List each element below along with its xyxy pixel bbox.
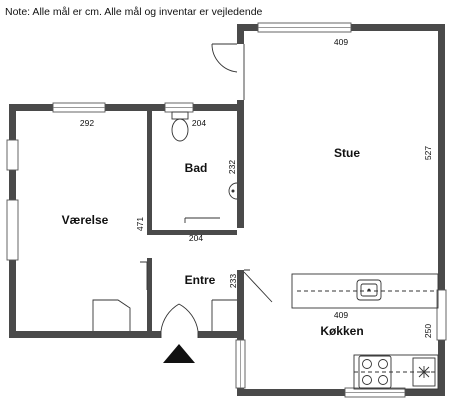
dim-entre-height: 233 xyxy=(228,274,238,288)
room-label-vaerelse: Værelse xyxy=(62,213,109,227)
kitchen-counter xyxy=(291,273,439,390)
stove-icon xyxy=(358,355,392,389)
sink-icon xyxy=(356,279,382,301)
room-label-stue: Stue xyxy=(334,146,360,160)
doors xyxy=(92,43,273,338)
dim-stue-width: 409 xyxy=(334,37,348,47)
toilet-icon xyxy=(171,111,189,142)
plan-note: Note: Alle mål er cm. Alle mål og invent… xyxy=(5,6,263,18)
dim-bad-width-bottom: 204 xyxy=(189,233,203,243)
dim-bad-width-top: 204 xyxy=(192,118,206,128)
dim-koekken-width: 409 xyxy=(334,310,348,320)
walls xyxy=(9,24,445,396)
dim-stue-height: 527 xyxy=(423,146,433,160)
dim-vaerelse-width: 292 xyxy=(80,118,94,128)
room-label-entre: Entre xyxy=(185,273,216,287)
room-label-bad: Bad xyxy=(185,161,208,175)
dim-bad-height: 232 xyxy=(227,160,237,174)
entrance-arrow-icon xyxy=(163,344,195,363)
basin-icon xyxy=(228,182,238,200)
windows xyxy=(6,22,447,398)
dim-koekken-height: 250 xyxy=(423,324,433,338)
room-label-koekken: Køkken xyxy=(320,324,363,338)
dim-vaerelse-height: 471 xyxy=(135,217,145,231)
kitchen-appliance-icon xyxy=(412,357,436,387)
